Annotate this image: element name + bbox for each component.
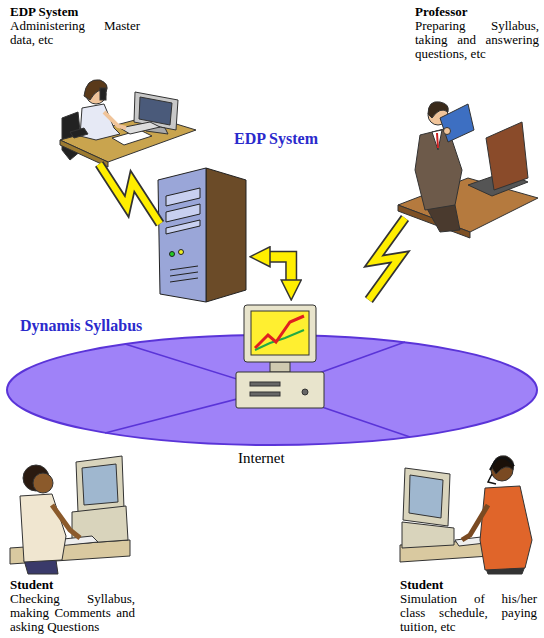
ellipse-divider bbox=[272, 390, 410, 437]
student-figure bbox=[20, 494, 66, 562]
actor-node: StudentSimulation of his/her class sched… bbox=[395, 445, 540, 636]
arrow-stroke bbox=[270, 257, 291, 280]
professor-figure bbox=[486, 122, 528, 190]
server-figure bbox=[206, 168, 246, 302]
syllabus-computer-figure bbox=[250, 382, 280, 386]
ellipse-divider bbox=[125, 344, 272, 390]
student-figure bbox=[33, 473, 53, 493]
ellipse-divider bbox=[105, 390, 272, 433]
lightning-stroke bbox=[99, 164, 160, 224]
student-figure bbox=[490, 458, 514, 470]
server-figure bbox=[179, 250, 184, 255]
text-holder: StudentChecking Syllabus, making Comment… bbox=[10, 578, 135, 634]
professor-figure bbox=[398, 102, 538, 238]
edp-operator-figure bbox=[139, 97, 172, 125]
professor-figure bbox=[440, 104, 474, 142]
student-figure bbox=[52, 505, 80, 538]
server-figure bbox=[170, 252, 175, 257]
syllabus-computer-figure bbox=[250, 392, 280, 396]
server-figure bbox=[170, 272, 198, 276]
student-figure bbox=[488, 474, 496, 484]
student-figure bbox=[403, 468, 450, 526]
server-figure bbox=[166, 188, 200, 206]
student-figure bbox=[82, 464, 118, 505]
text-holder: ProfessorPreparing Syllabus, taking and … bbox=[415, 5, 539, 61]
edp-operator-figure bbox=[104, 112, 126, 128]
edp-operator-figure bbox=[60, 140, 108, 167]
server-figure bbox=[166, 204, 200, 222]
text-holder: EDP System bbox=[234, 130, 318, 147]
actor-description: Administering Master data, etc bbox=[10, 19, 140, 47]
lightning-link bbox=[369, 218, 405, 300]
lightning-stroke bbox=[99, 164, 160, 224]
actor-description: Checking Syllabus, making Comments and a… bbox=[10, 592, 135, 634]
server-node: EDP System bbox=[160, 128, 250, 302]
syllabus-computer-figure bbox=[302, 389, 308, 395]
ellipse-divider bbox=[272, 342, 405, 390]
actor-node: EDP SystemAdministering Master data, etc bbox=[8, 2, 198, 164]
syllabus-computer-figure bbox=[236, 305, 324, 408]
data-arrow bbox=[270, 257, 291, 280]
student-figure bbox=[462, 505, 488, 540]
edp-operator-figure bbox=[70, 128, 88, 138]
student-figure bbox=[76, 456, 124, 512]
arrow-stroke bbox=[270, 257, 291, 280]
professor-figure bbox=[398, 205, 470, 238]
connector-group bbox=[99, 164, 405, 300]
syllabus-computer-figure bbox=[244, 305, 316, 362]
edp-operator-figure bbox=[60, 80, 196, 167]
system-label: EDP System bbox=[234, 130, 318, 147]
student-figure bbox=[400, 456, 532, 574]
professor-figure bbox=[432, 130, 442, 150]
system-label: Dynamis Syllabus bbox=[20, 317, 142, 334]
edp-operator-figure bbox=[100, 88, 106, 100]
actor-node: StudentChecking Syllabus, making Comment… bbox=[5, 448, 165, 636]
actor-heading: Student bbox=[10, 578, 135, 592]
actor-description: Preparing Syllabus, taking and answering… bbox=[415, 19, 539, 61]
server-figure bbox=[170, 278, 198, 282]
syllabus-computer-figure bbox=[255, 330, 304, 350]
lightning-link bbox=[99, 164, 160, 224]
syllabus-computer-figure bbox=[255, 316, 304, 348]
actor-heading: Student bbox=[400, 578, 537, 592]
student-figure bbox=[409, 475, 443, 518]
text-holder: EDP SystemAdministering Master data, etc bbox=[10, 5, 140, 47]
professor-figure bbox=[437, 133, 438, 148]
actor-heading: EDP System bbox=[10, 5, 140, 19]
server-figure bbox=[170, 266, 198, 270]
server-figure bbox=[166, 220, 200, 234]
text-holder: Internet bbox=[238, 450, 285, 466]
actor-heading: Professor bbox=[415, 5, 539, 19]
student-figure bbox=[402, 522, 454, 548]
server-figure bbox=[158, 168, 246, 302]
network-ellipse bbox=[7, 335, 537, 445]
syllabus-computer-figure bbox=[236, 372, 324, 408]
lightning-stroke bbox=[369, 218, 405, 300]
text-holder: Dynamis Syllabus bbox=[20, 317, 142, 334]
internet-ring: Dynamis SyllabusInternet bbox=[5, 300, 540, 478]
professor-figure bbox=[415, 128, 462, 210]
student-figure bbox=[480, 486, 532, 570]
professor-figure bbox=[444, 128, 451, 135]
actor-node: ProfessorPreparing Syllabus, taking and … bbox=[405, 2, 541, 242]
actor-description: Simulation of his/her class schedule, pa… bbox=[400, 592, 537, 634]
network-label: Internet bbox=[238, 450, 285, 466]
text-holder: StudentSimulation of his/her class sched… bbox=[400, 578, 537, 634]
syllabus-computer-figure bbox=[251, 311, 309, 355]
edp-operator-figure bbox=[84, 80, 107, 100]
syllabus-computer-figure bbox=[270, 362, 290, 372]
lightning-stroke bbox=[369, 218, 405, 300]
server-figure bbox=[158, 168, 206, 302]
student-figure bbox=[10, 456, 130, 574]
